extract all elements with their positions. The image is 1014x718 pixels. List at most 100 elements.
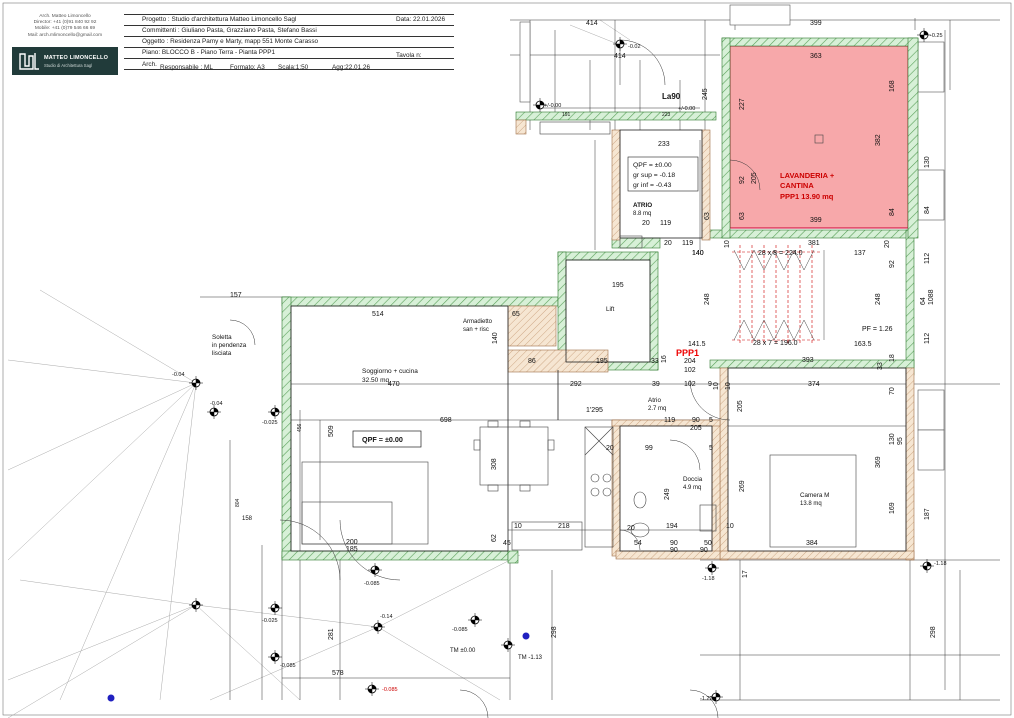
dim-text: 90 — [692, 417, 700, 424]
dim-text: 10 — [725, 382, 732, 390]
studio-name: Arch. Matteo Limoncello — [39, 14, 91, 19]
lavanderia-label-1: LAVANDERIA + — [780, 171, 835, 180]
dim-text: 195 — [596, 358, 608, 365]
tb-progetto: Progetto : Studio d'architettura Matteo … — [142, 16, 297, 23]
dim-text: 248 — [875, 293, 882, 305]
dim-text: 399 — [810, 217, 822, 224]
room-labels: LAVANDERIA + CANTINA PPP1 13.90 mq PPP1 … — [212, 92, 893, 661]
dim-text: 393 — [802, 357, 814, 364]
level-markers — [107, 28, 934, 704]
dim-text: 90 — [670, 547, 678, 554]
dim-text: 249 — [664, 488, 671, 500]
stair-upper: 28 x 8 = 224.0 — [758, 250, 803, 257]
dim-text: 298 — [930, 626, 937, 638]
dim-text: 195 — [612, 282, 624, 289]
dim-text: 5 — [709, 417, 713, 424]
soggiorno-label-1: Soggiorno + cucina — [362, 368, 418, 375]
dim-text: 514 — [372, 311, 384, 318]
qpf-box-line-2: gr sup = -0.18 — [633, 172, 675, 179]
stair-flights — [732, 245, 820, 345]
dim-text: 90 — [670, 540, 678, 547]
level-text: -1.18 — [702, 576, 715, 582]
dim-text: 54 — [634, 540, 642, 547]
level-text: +/-0.00 — [678, 106, 695, 112]
atrio-mid-label-2: 2.7 mq — [648, 406, 666, 412]
dim-text: 140 — [692, 250, 704, 257]
level-texts: -0.02 +/-0.00 +/-0.00 -0.25 -0.04 -0.025… — [172, 33, 947, 702]
level-text: -0.085 — [280, 663, 296, 669]
qpf-box-line-3: gr inf = -0.43 — [633, 182, 672, 189]
dim-text: 1088 — [928, 289, 935, 305]
armadietto-label-1: Armadietto — [463, 319, 493, 325]
dim-text: 194 — [666, 523, 678, 530]
kitchen-counter — [584, 426, 614, 548]
dim-text: 95 — [897, 437, 904, 445]
dim-text: 363 — [810, 53, 822, 60]
dim-text: 20 — [642, 220, 650, 227]
dim-text: 39 — [652, 381, 660, 388]
armadietto-label-2: san + risc — [463, 327, 489, 333]
dim-text: 233 — [658, 141, 670, 148]
stair-arrows — [733, 249, 825, 341]
logo-name: MATTEO LIMONCELLO — [44, 55, 109, 61]
doccia-label-1: Doccia — [683, 476, 703, 483]
dim-text: 5 — [709, 445, 713, 452]
dim-text: 137 — [854, 250, 866, 257]
tb-arch: Arch. — [142, 61, 157, 68]
dim-text: 20 — [884, 240, 891, 248]
dim-text: 92 — [739, 176, 746, 184]
level-text: -0.085 — [364, 581, 380, 587]
sofa — [301, 461, 429, 545]
logo-mark-icon — [19, 53, 39, 70]
dim-text: 308 — [491, 458, 498, 470]
dim-text: 227 — [739, 98, 746, 110]
tb-responsabile: Responsabile : ML — [160, 64, 213, 71]
dim-text: 169 — [889, 502, 896, 514]
dim-text: 84 — [924, 206, 931, 214]
dim-text: 200 — [346, 539, 358, 546]
soletta-label-2: in pendenza — [212, 342, 247, 349]
dim-text: 140 — [492, 332, 499, 344]
level-text: -0.02 — [628, 44, 641, 50]
atrio-mid-label-1: Atrio — [648, 397, 661, 404]
dim-text: 10 — [713, 382, 720, 390]
insulated-walls — [281, 37, 919, 564]
dim-text: 45 — [503, 540, 511, 547]
atrio-top-label-2: 8.8 mq — [633, 211, 651, 217]
level-text: -0.04 — [210, 401, 223, 407]
dim-text: 157 — [230, 292, 242, 299]
dim-text: 374 — [808, 381, 820, 388]
level-text: -1.22 — [700, 696, 713, 702]
tb-formato: Formato: A3 — [230, 64, 265, 71]
dim-text: 185 — [346, 546, 358, 553]
dim-text: 470 — [388, 381, 400, 388]
qpf-main-box — [352, 430, 422, 448]
doccia-label-2: 4.9 mq — [683, 485, 701, 491]
level-text: -0.025 — [262, 618, 278, 624]
logo-subtitle: Studio di Architettura Sagl — [44, 63, 93, 68]
dim-text: 381 — [808, 240, 820, 247]
furniture — [301, 121, 857, 551]
tm-label: TM ±0.00 — [450, 648, 476, 654]
dim-text: 102 — [684, 381, 696, 388]
dim-text: 63 — [704, 212, 711, 220]
dining-table — [479, 426, 549, 486]
ppp1-tag: PPP1 — [676, 348, 699, 358]
dim-text: 414 — [586, 20, 598, 27]
dim-text: 9 — [708, 381, 712, 388]
dim-text: 119 — [664, 417, 675, 424]
dim-text: 16 — [661, 355, 668, 363]
bed — [769, 454, 857, 548]
dim-text: 84 — [889, 208, 896, 216]
marker-blue-dot — [107, 694, 115, 702]
tb-oggetto: Oggetto : Residenza Pamy e Marty, mapp 5… — [142, 38, 319, 45]
studio-logo: MATTEO LIMONCELLO Studio di Architettura… — [12, 47, 118, 75]
dim-text: 205 — [737, 400, 744, 412]
level-text: -0.25 — [930, 33, 943, 39]
dim-text: 119 — [660, 220, 671, 227]
door-swings — [229, 39, 761, 718]
dim-text: 10 — [726, 523, 734, 530]
soletta-label-3: lisciata — [212, 350, 232, 357]
la90-label: La90 — [662, 92, 681, 101]
